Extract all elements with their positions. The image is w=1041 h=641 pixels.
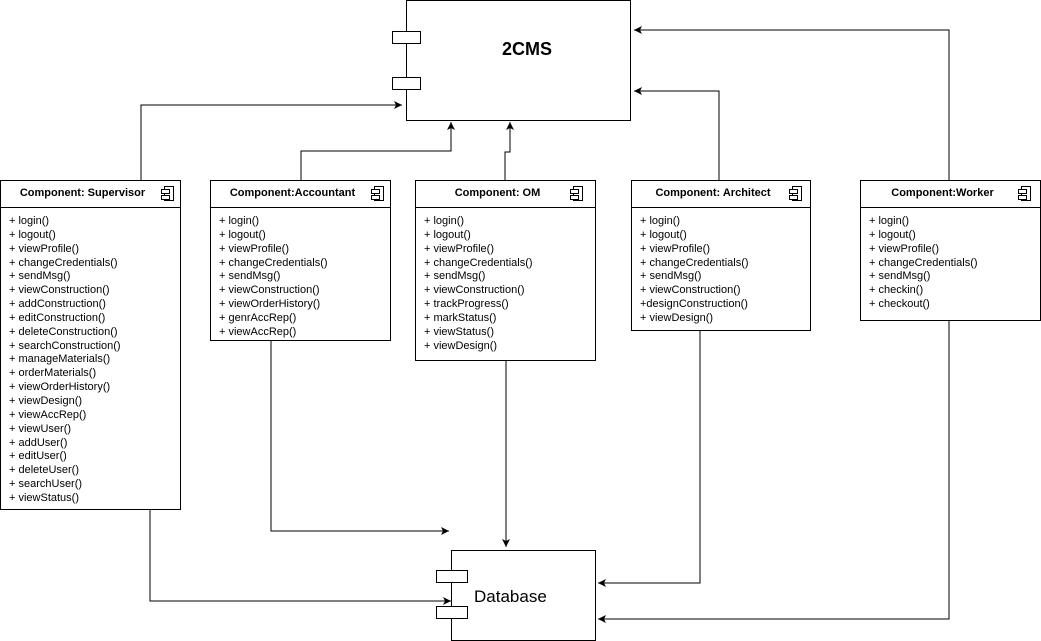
component-icon (161, 186, 174, 201)
operation-item: + logout() (869, 228, 916, 241)
edge-supervisor-to-db (149, 510, 451, 605)
component-worker[interactable]: Component:Worker + login() + logout() + … (860, 180, 1041, 321)
operation-item: + sendMsg() (640, 270, 702, 283)
operation-item: + login() (424, 215, 465, 227)
component-supervisor[interactable]: Component: Supervisor + login() + logout… (0, 180, 181, 510)
operation-item: + changeCredentials() (869, 256, 978, 269)
operation-item: + login() (640, 215, 681, 227)
database-port-upper (436, 570, 468, 583)
divider (1, 207, 180, 208)
operation-item: + viewConstruction() (640, 284, 741, 297)
component-icon (371, 186, 384, 201)
operation-item: + editConstruction() (9, 311, 106, 324)
operation-item: + login() (9, 215, 50, 227)
edge-accountant-to-db (270, 340, 449, 535)
operation-item: + orderMaterials() (9, 367, 97, 380)
edge-worker-to-db (598, 320, 950, 623)
component-title: Component: Architect (655, 187, 771, 199)
database-port-lower (436, 606, 468, 619)
operation-item: + login() (869, 215, 910, 227)
divider (632, 207, 810, 208)
operation-item: + viewAccRep() (9, 408, 87, 421)
edge-supervisor-to-2cms (140, 101, 402, 180)
operation-item: + viewProfile() (9, 242, 79, 255)
operation-item: + addUser() (9, 436, 68, 449)
operation-item: + viewStatus() (9, 491, 79, 504)
operation-item: + changeCredentials() (9, 256, 118, 269)
operation-item: + deleteUser() (9, 464, 80, 477)
operation-item: + sendMsg() (424, 270, 486, 283)
operation-item: + changeCredentials() (640, 256, 749, 269)
operation-item: + viewProfile() (640, 242, 710, 255)
operation-item: + checkout() (869, 298, 930, 311)
operation-item: + viewUser() (9, 422, 72, 435)
divider (416, 207, 595, 208)
operation-item: + changeCredentials() (424, 256, 533, 269)
operation-item: + manageMaterials() (9, 353, 111, 366)
operation-item: + logout() (9, 228, 56, 241)
component-title: Component: OM (454, 187, 541, 199)
operation-item: +designConstruction() (640, 298, 748, 311)
operation-item: + viewOrderHistory() (9, 381, 111, 394)
divider (211, 207, 390, 208)
operation-item: + login() (219, 215, 260, 227)
component-title: Component: Supervisor (19, 187, 146, 199)
operation-item: + logout() (640, 228, 687, 241)
operation-item: + logout() (219, 228, 266, 241)
divider (861, 207, 1040, 208)
component-title: Component:Worker (891, 187, 994, 199)
operation-item: + sendMsg() (9, 270, 71, 283)
component-architect[interactable]: Component: Architect + login() + logout(… (631, 180, 811, 331)
operation-item: + deleteConstruction() (9, 325, 118, 338)
component-icon (1018, 186, 1031, 201)
system-port-lower (392, 77, 421, 90)
operation-item: + searchUser() (9, 478, 83, 491)
operation-item: + sendMsg() (869, 270, 931, 283)
database-title: Database (474, 587, 547, 606)
operation-item: + viewOrderHistory() (219, 298, 321, 311)
edge-om-to-2cms (504, 122, 514, 180)
operation-item: + searchConstruction() (9, 339, 121, 352)
edge-architect-to-2cms (634, 87, 720, 180)
operation-item: + viewConstruction() (219, 284, 320, 297)
operation-item: + addConstruction() (9, 298, 106, 311)
operation-item: + viewProfile() (219, 242, 289, 255)
operation-item: + genrAccRep() (219, 311, 297, 324)
operation-item: + trackProgress() (424, 298, 509, 311)
operation-item: + viewStatus() (424, 325, 494, 338)
component-icon (789, 186, 802, 201)
edge-worker-to-2cms (634, 26, 950, 180)
operation-item: + viewDesign() (640, 311, 714, 324)
edge-accountant-to-2cms (300, 122, 455, 180)
operation-item: + viewProfile() (424, 242, 494, 255)
operation-item: + viewDesign() (424, 339, 498, 352)
operation-item: + changeCredentials() (219, 256, 328, 269)
operation-item: + markStatus() (424, 311, 497, 324)
system-title: 2CMS (502, 39, 553, 59)
database-component[interactable]: Database (451, 550, 596, 641)
operation-list: + login() + logout() + viewProfile() + c… (640, 215, 749, 326)
operation-item: + sendMsg() (219, 270, 281, 283)
system-port-upper (392, 31, 421, 44)
operation-item: + logout() (424, 228, 471, 241)
operation-list: + login() + logout() + viewProfile() + c… (869, 215, 978, 312)
operation-item: + viewAccRep() (219, 325, 297, 338)
component-om[interactable]: Component: OM + login() + logout() + vie… (415, 180, 596, 361)
operation-list: + login() + logout() + viewProfile() + c… (219, 215, 328, 340)
operation-item: + viewProfile() (869, 242, 939, 255)
component-accountant[interactable]: Component:Accountant + login() + logout(… (210, 180, 391, 341)
component-title: Component:Accountant (229, 187, 356, 199)
operation-item: + viewConstruction() (424, 284, 525, 297)
operation-item: + viewConstruction() (9, 284, 110, 297)
operation-item: + checkin() (869, 284, 924, 297)
component-icon (570, 186, 583, 201)
edge-architect-to-db (598, 330, 701, 587)
operation-item: + editUser() (9, 450, 67, 463)
operation-list: + login() + logout() + viewProfile() + c… (9, 215, 121, 506)
operation-list: + login() + logout() + viewProfile() + c… (424, 215, 533, 353)
system-2cms-component[interactable]: 2CMS (406, 0, 631, 121)
operation-item: + viewDesign() (9, 394, 83, 407)
